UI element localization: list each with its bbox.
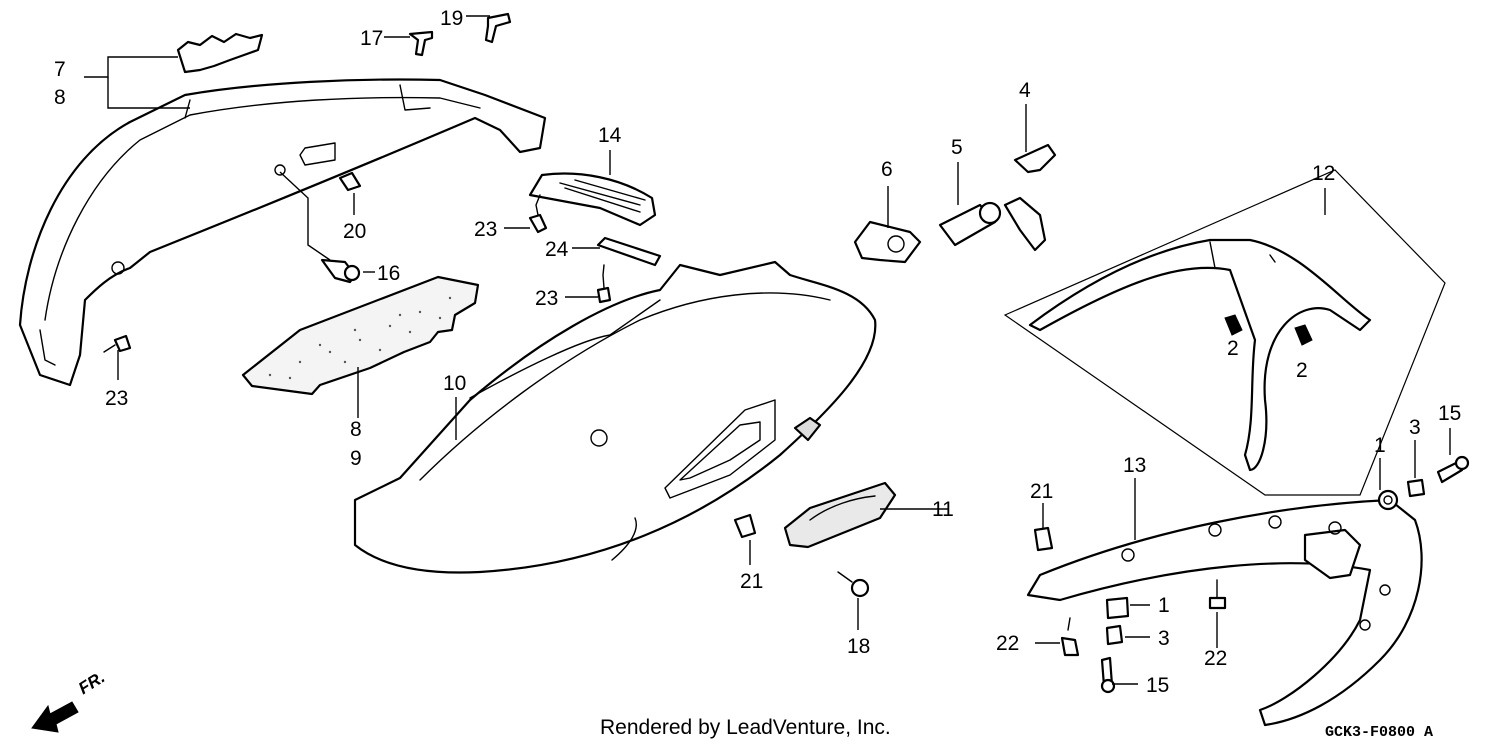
grab-rail	[1003, 169, 1446, 496]
leader-lines	[84, 15, 1451, 685]
lock-clip	[1013, 143, 1057, 174]
callout-16: 16	[377, 262, 400, 285]
callout-15: 15	[1438, 402, 1461, 425]
callout-3: 3	[1158, 627, 1170, 650]
diagram-code: GCK3-F0800 A	[1325, 724, 1434, 741]
callout-21: 21	[1030, 480, 1053, 503]
emblem	[783, 481, 897, 549]
washer-plate	[596, 236, 662, 267]
callout-8: 8	[54, 86, 66, 109]
grab-handle	[528, 172, 657, 227]
callout-19: 19	[440, 7, 463, 30]
callout-1: 1	[1158, 594, 1170, 617]
callout-7: 7	[54, 58, 66, 81]
carrier	[1026, 498, 1423, 727]
clip-20	[338, 171, 362, 192]
callout-6: 6	[881, 158, 893, 181]
callout-10: 10	[443, 372, 466, 395]
callout-23: 23	[474, 218, 497, 241]
callout-5: 5	[951, 136, 963, 159]
pad-texture	[268, 296, 452, 380]
callout-21: 21	[740, 570, 763, 593]
upper-rear-cowl	[18, 78, 547, 387]
seal-strip	[176, 32, 264, 74]
callout-24: 24	[545, 238, 569, 261]
callout-2: 2	[1227, 337, 1239, 360]
callout-11: 11	[932, 498, 954, 521]
callout-15: 15	[1146, 674, 1169, 697]
key-cylinder	[938, 196, 1047, 252]
callout-9: 9	[350, 447, 362, 470]
callout-3: 3	[1409, 416, 1421, 439]
hardware	[103, 12, 1470, 694]
callout-23: 23	[105, 387, 128, 410]
callout-14: 14	[598, 124, 622, 147]
seat-pad	[241, 275, 480, 396]
callouts: 7 8 17 19 20 16 23 8 9 10 14 23 24 23 6 …	[54, 7, 1461, 697]
callout-8: 8	[350, 418, 362, 441]
callout-2: 2	[1296, 359, 1308, 382]
callout-23: 23	[535, 287, 558, 310]
callout-20: 20	[343, 220, 366, 243]
callout-18: 18	[847, 635, 870, 658]
callout-22: 22	[1204, 647, 1227, 670]
render-credit: Rendered by LeadVenture, Inc.	[600, 716, 891, 739]
side-cover	[353, 260, 877, 574]
callout-12: 12	[1312, 162, 1335, 185]
callout-13: 13	[1123, 454, 1146, 477]
callout-1: 1	[1374, 434, 1386, 457]
lock-bracket	[853, 220, 922, 264]
callout-22: 22	[996, 632, 1019, 655]
front-arrow-icon	[31, 701, 79, 733]
callout-4: 4	[1019, 79, 1031, 102]
callout-17: 17	[360, 27, 383, 50]
